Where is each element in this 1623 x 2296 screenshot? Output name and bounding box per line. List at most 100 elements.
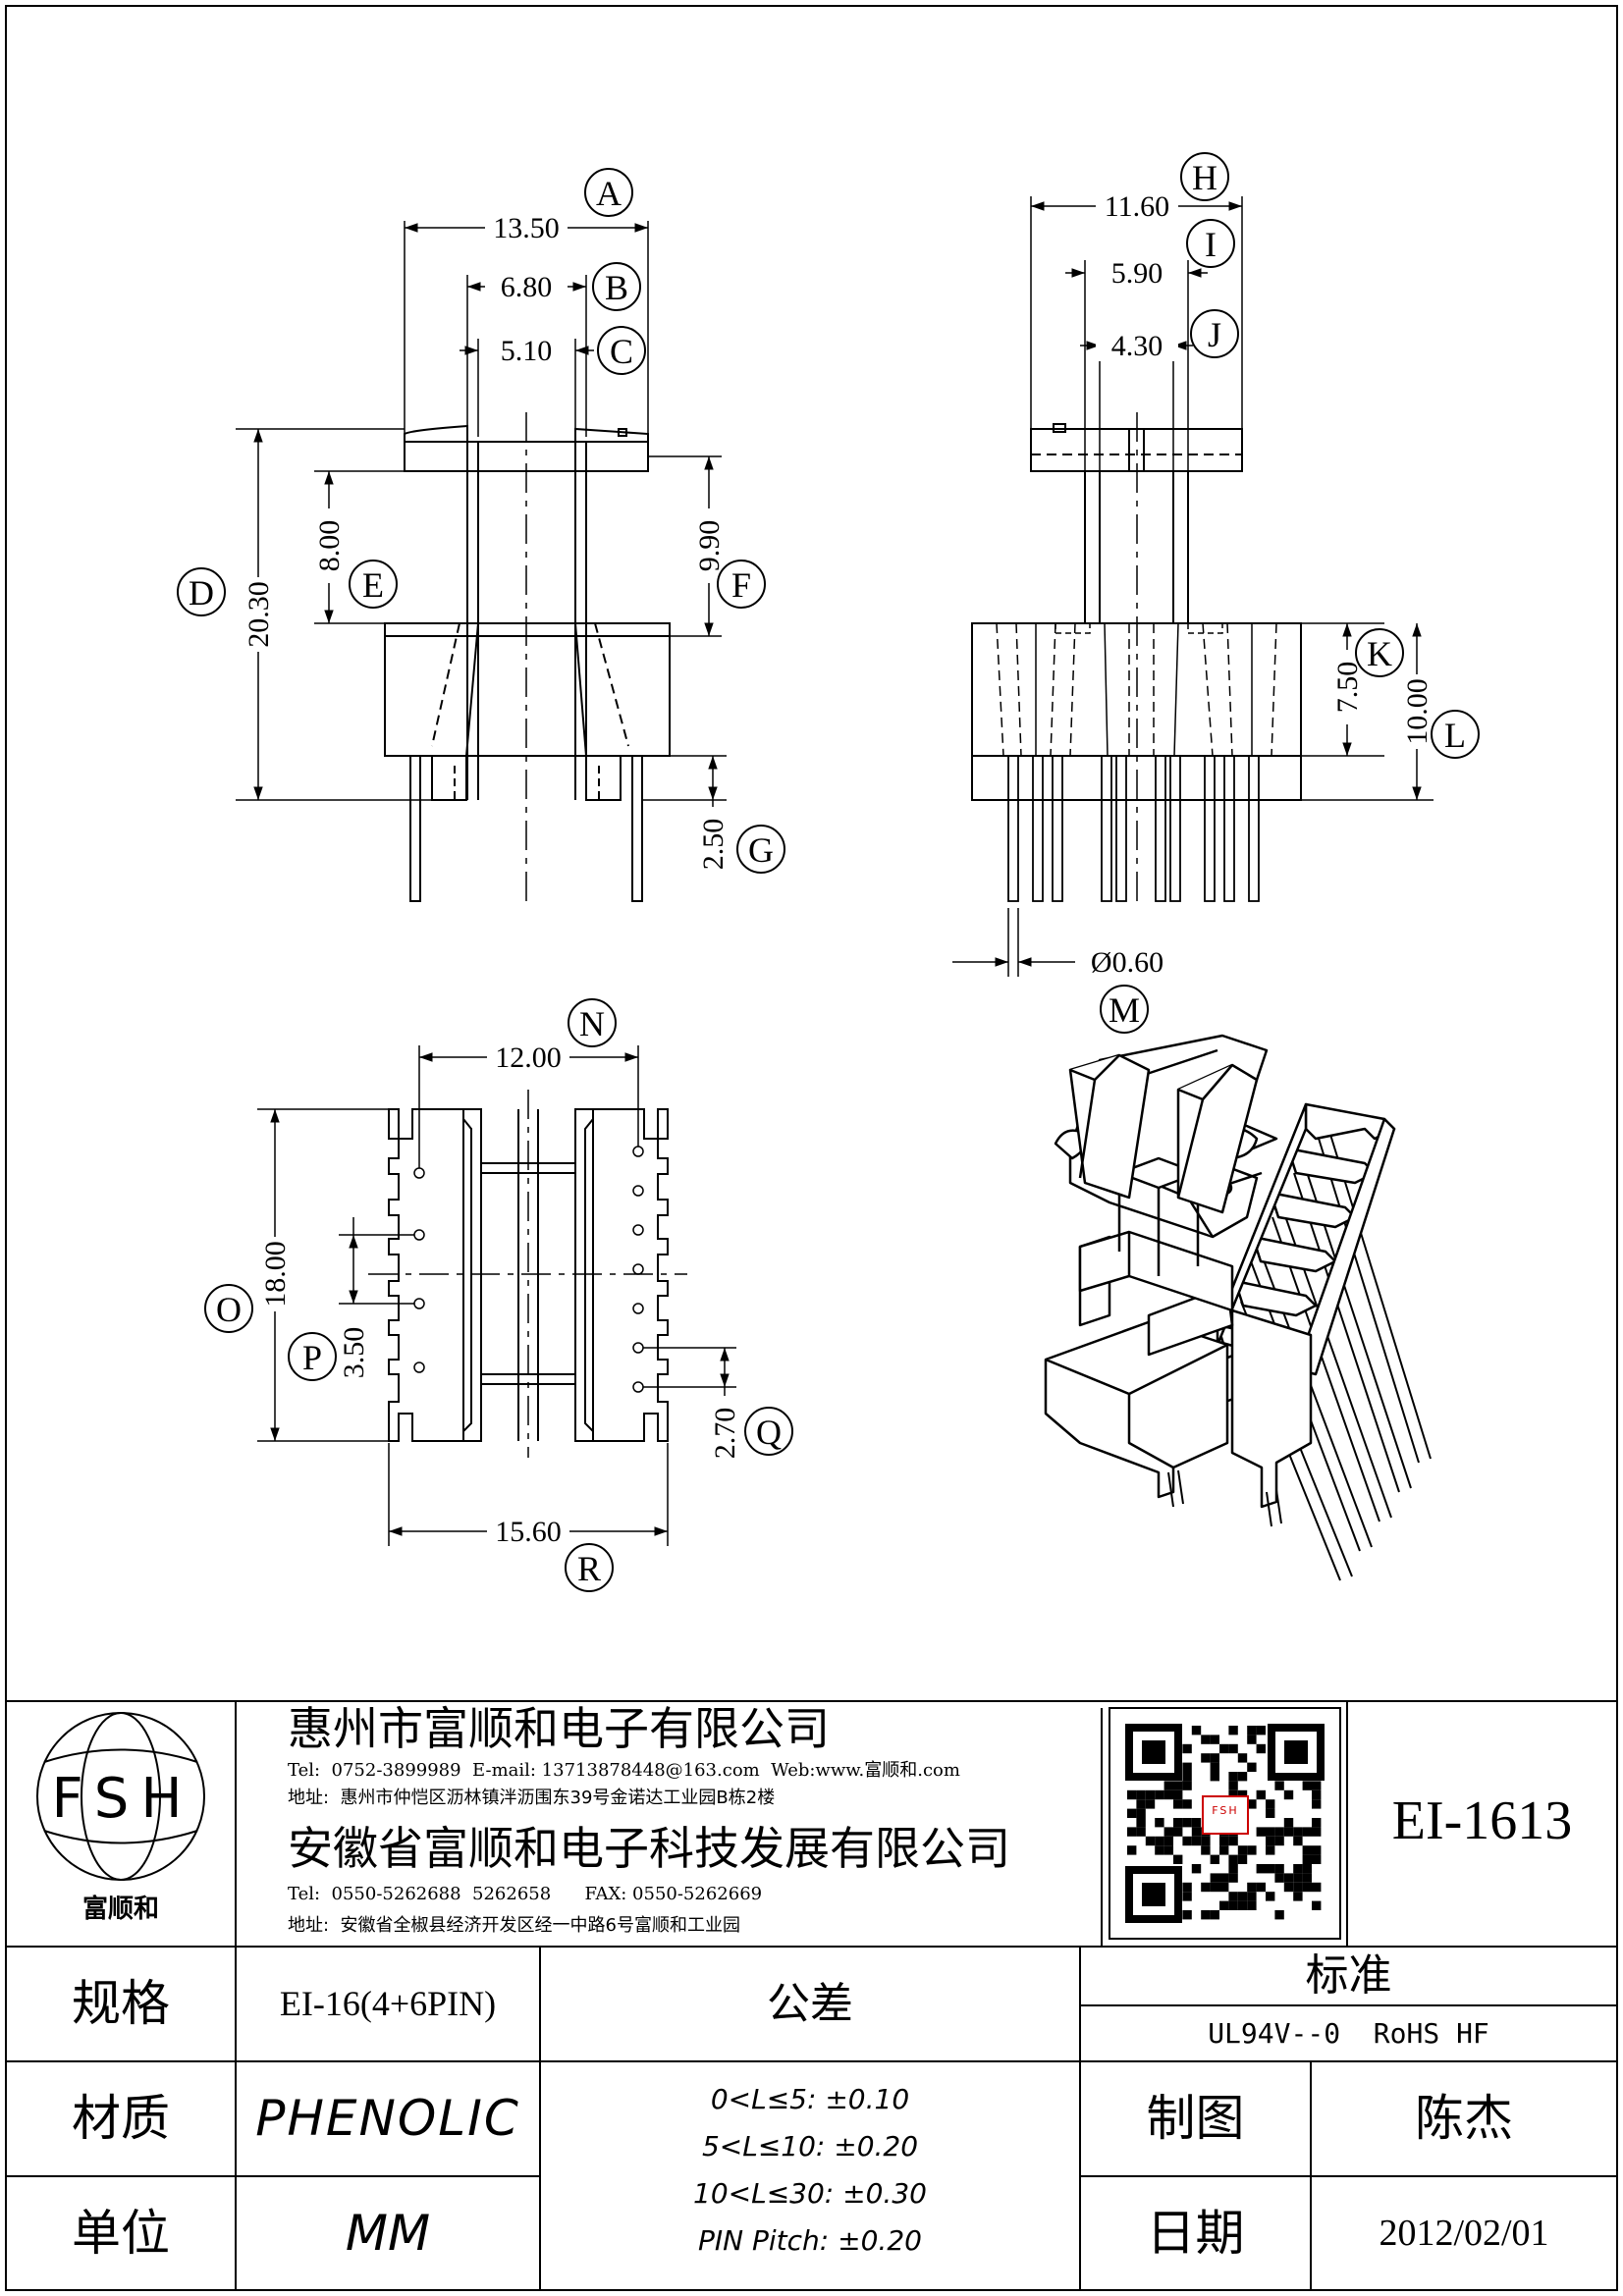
logo-caption: 富顺和 (81, 1895, 159, 1924)
qr-module (1283, 1818, 1294, 1828)
qr-module (1182, 1910, 1192, 1920)
qr-module (1173, 1827, 1183, 1837)
address-1: 地址: 惠州市仲恺区沥林镇泮沥围东39号金诺达工业园B栋2楼 (288, 1788, 776, 1808)
qr-module (1219, 1900, 1229, 1910)
qr-module (1201, 1845, 1211, 1855)
callout-circle-g (736, 825, 785, 874)
qr-module (1127, 1845, 1137, 1855)
qr-module (1247, 1726, 1257, 1735)
qr-module (1136, 1827, 1146, 1837)
dimension-value-bg (1401, 674, 1433, 749)
qr-module (1191, 1726, 1202, 1735)
qr-module (1274, 1873, 1284, 1883)
callout-circle-p (288, 1332, 337, 1381)
qr-module (1312, 1799, 1322, 1809)
callout-letter-r: R (577, 1549, 601, 1588)
qr-module (1274, 1910, 1284, 1920)
qr-module (1247, 1882, 1257, 1893)
qr-module (1237, 1892, 1248, 1901)
qr-code (1125, 1724, 1325, 1923)
part-number: EI-1613 (1391, 1790, 1573, 1851)
qr-module (1274, 1836, 1284, 1846)
qr-module (1182, 1772, 1192, 1782)
qr-module (1312, 1789, 1322, 1800)
callout-circle-c (597, 326, 646, 375)
qr-module (1293, 1882, 1303, 1893)
qr-module (1155, 1818, 1164, 1828)
callout-circle-r (565, 1543, 614, 1592)
qr-module (1266, 1836, 1275, 1846)
qr-module (1302, 1854, 1312, 1864)
dimension-value-bg (693, 508, 725, 583)
dimension-value-a: 13.50 (493, 212, 560, 244)
unit-label: 单位 (72, 2205, 170, 2262)
dimension-value-r: 15.60 (495, 1516, 562, 1548)
callout-circle-b (592, 262, 641, 311)
tolerance-list: 0<L≤5: ±0.10 5<L≤10: ±0.20 10<L≤30: ±0.3… (540, 2076, 1080, 2265)
qr-module (1266, 1845, 1275, 1855)
callout-letter-f: F (731, 565, 751, 605)
qr-module (1155, 1836, 1164, 1846)
callout-circle-a (584, 168, 633, 217)
qr-module (1201, 1735, 1211, 1744)
qr-module (1219, 1882, 1229, 1893)
dimension-value-p: 3.50 (338, 1327, 370, 1379)
qr-module (1163, 1836, 1173, 1846)
dimension-value-d: 20.30 (243, 581, 275, 648)
callout-circle-j (1190, 309, 1239, 358)
spec-value: EI-16(4+6PIN) (279, 1984, 497, 2023)
qr-module (1182, 1818, 1192, 1828)
qr-module (1210, 1753, 1219, 1763)
qr-module (1247, 1799, 1257, 1809)
qr-module (1302, 1845, 1312, 1855)
dimension-value-bg (1096, 190, 1178, 222)
qr-module (1219, 1836, 1229, 1846)
dimension-value-o: 18.00 (259, 1241, 292, 1308)
qr-module (1302, 1827, 1312, 1837)
company-name-1: 惠州市富顺和电子有限公司 (288, 1702, 830, 1755)
qr-module (1293, 1864, 1303, 1874)
tolerance-line: PIN Pitch: ±0.20 (698, 2224, 922, 2257)
dimension-value-bg (487, 1516, 569, 1547)
dimension-value-m: Ø0.60 (1091, 946, 1163, 979)
qr-module (1228, 1772, 1238, 1782)
dimension-value-b: 6.80 (501, 271, 553, 303)
qr-module (1163, 1827, 1173, 1837)
qr-module (1182, 1836, 1192, 1846)
company-name-2: 安徽省富顺和电子科技发展有限公司 (288, 1822, 1010, 1875)
qr-module (1228, 1781, 1238, 1790)
qr-module (1173, 1781, 1183, 1790)
qr-module (1145, 1789, 1156, 1800)
qr-module (1163, 1789, 1173, 1800)
qr-module (1127, 1808, 1137, 1818)
qr-module (1145, 1799, 1156, 1809)
qr-module (1283, 1789, 1294, 1800)
material-value: PHENOLIC (255, 2090, 520, 2147)
spec-label: 规格 (72, 1975, 170, 2032)
callout-letter-q: Q (756, 1413, 782, 1452)
qr-module (1228, 1854, 1238, 1864)
dimension-value-f: 9.90 (693, 520, 726, 572)
qr-module (1210, 1873, 1219, 1883)
qr-module (1228, 1864, 1238, 1874)
qr-module (1228, 1900, 1238, 1910)
qr-module (1312, 1854, 1322, 1864)
dimension-value-bg (338, 1315, 369, 1390)
callout-circle-h (1180, 152, 1229, 201)
qr-module (1173, 1789, 1183, 1800)
dimension-value-bg (1086, 946, 1168, 978)
qr-module (1136, 1789, 1146, 1800)
drawn-label: 制图 (1146, 2090, 1245, 2147)
qr-module (1219, 1873, 1229, 1883)
qr-module (1266, 1799, 1275, 1809)
tolerance-line: 0<L≤5: ±0.10 (710, 2083, 910, 2115)
callout-letter-n: N (579, 1004, 605, 1043)
qr-module (1182, 1762, 1192, 1772)
qr-module (1127, 1827, 1137, 1837)
title-block (6, 1700, 1617, 2290)
callout-letter-l: L (1444, 716, 1466, 755)
qr-module (1283, 1827, 1294, 1837)
qr-module (1302, 1882, 1312, 1893)
qr-module (1210, 1854, 1219, 1864)
